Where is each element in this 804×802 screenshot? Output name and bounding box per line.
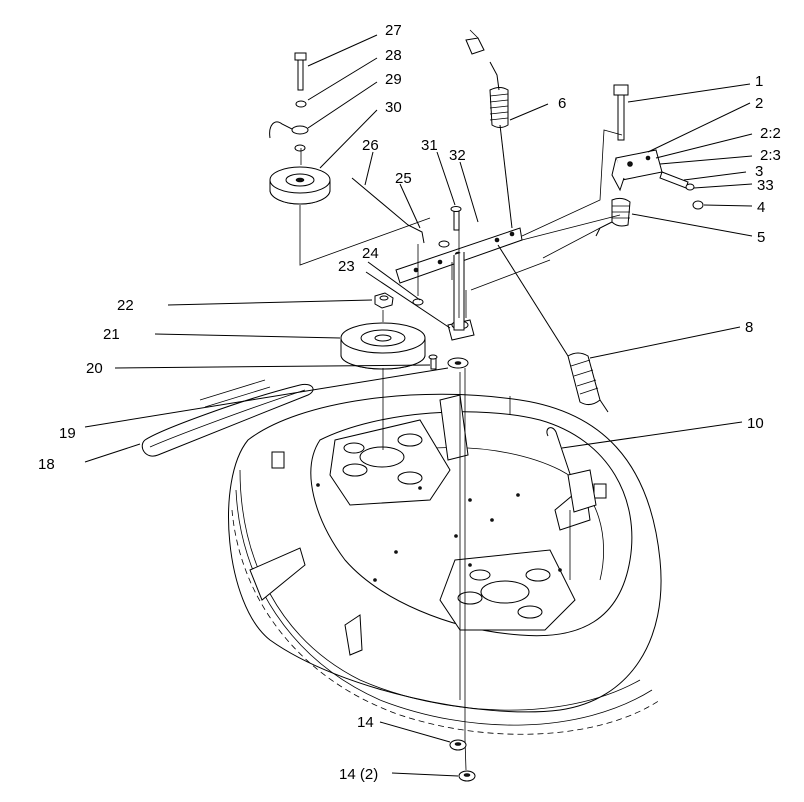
- callout-2-2: 2:2: [760, 125, 781, 142]
- callout-5: 5: [757, 229, 765, 246]
- idler-pulley-21: [340, 322, 426, 370]
- washer-19: [447, 357, 469, 369]
- callout-23: 23: [338, 258, 355, 275]
- idler-pulley-30: [269, 166, 331, 205]
- callout-14: 14: [357, 714, 374, 731]
- callout-6: 6: [558, 95, 566, 112]
- callout-4: 4: [757, 199, 765, 216]
- bolt-31: [450, 206, 462, 231]
- right-stud: [593, 483, 607, 499]
- callout-30: 30: [385, 99, 402, 116]
- callout-1: 1: [755, 73, 763, 90]
- nut-14-lower: [458, 770, 476, 782]
- bolt-27: [294, 52, 307, 91]
- spring-6: [465, 29, 513, 229]
- rod-26: [351, 177, 425, 244]
- centerlines: [299, 129, 623, 771]
- left-front-bracket: [249, 547, 306, 601]
- drive-belt: [141, 379, 314, 457]
- front-bracket: [344, 614, 363, 656]
- leader-lines: [84, 34, 753, 777]
- callout-14-2: 14 (2): [339, 766, 378, 783]
- mower-deck: [228, 393, 662, 735]
- nut-14-upper: [449, 739, 467, 751]
- callout-25: 25: [395, 170, 412, 187]
- washer-33: [685, 183, 695, 191]
- bracket-2: [611, 149, 663, 192]
- spring-5: [595, 197, 631, 237]
- bolt-20: [428, 354, 438, 370]
- callout-22: 22: [117, 297, 134, 314]
- callout-24: 24: [362, 245, 379, 262]
- nut-25: [438, 240, 450, 248]
- callout-8: 8: [745, 319, 753, 336]
- callout-29: 29: [385, 71, 402, 88]
- rod-10: [546, 427, 597, 513]
- nut-22: [374, 292, 394, 309]
- nut-4: [692, 200, 704, 210]
- callout-2: 2: [755, 95, 763, 112]
- callout-21: 21: [103, 326, 120, 343]
- callout-19: 19: [59, 425, 76, 442]
- callout-33: 33: [757, 177, 774, 194]
- callout-labels: 27 28 29 30 26 25 31 32 6 1 2 2:2 2:3 3 …: [38, 22, 781, 783]
- callout-31: 31: [421, 137, 438, 154]
- left-spindle-plate: [329, 419, 451, 506]
- bolt-1: [613, 84, 629, 141]
- bolt-3: [659, 171, 689, 189]
- spacer-28-29: [269, 100, 309, 152]
- callout-10: 10: [747, 415, 764, 432]
- callout-20: 20: [86, 360, 103, 377]
- center-bracket: [439, 394, 469, 461]
- right-spindle-plate: [439, 549, 576, 631]
- callout-32: 32: [449, 147, 466, 164]
- callout-27: 27: [385, 22, 402, 39]
- deck-stud: [271, 451, 285, 469]
- spring-8: [497, 244, 609, 413]
- callout-3: 3: [755, 163, 763, 180]
- callout-26: 26: [362, 137, 379, 154]
- callout-28: 28: [385, 47, 402, 64]
- callout-18: 18: [38, 456, 55, 473]
- callout-2-3: 2:3: [760, 147, 781, 164]
